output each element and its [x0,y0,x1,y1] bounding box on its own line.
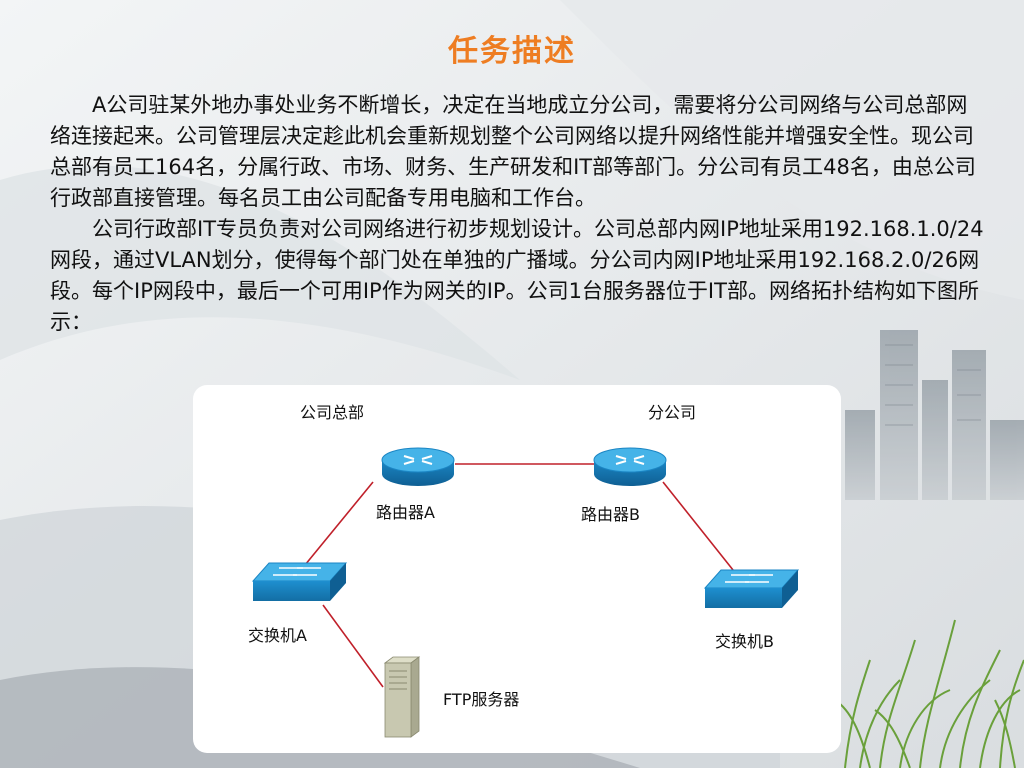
network-topology-diagram: 公司总部 分公司 路由器A 路由器B 交换机A 交换机B FTP服务器 [248,403,800,738]
paragraph-1: A公司驻某外地办事处业务不断增长，决定在当地成立分公司，需要将分公司网络与公司总… [50,93,976,210]
task-description: A公司驻某外地办事处业务不断增长，决定在当地成立分公司，需要将分公司网络与公司总… [50,90,986,338]
link-router-a-switch-a [304,481,374,566]
label-site-hq: 公司总部 [300,403,364,422]
label-site-branch: 分公司 [648,403,696,422]
skyline-decoration [845,330,1024,500]
label-router-b: 路由器B [581,505,640,524]
page-title: 任务描述 [448,34,576,69]
label-ftp-server: FTP服务器 [443,690,519,709]
switch-a-icon[interactable] [251,562,348,601]
ftp-server-icon[interactable] [383,656,421,738]
switch-b-icon[interactable] [703,569,800,608]
label-router-a: 路由器A [376,503,435,522]
paragraph-2: 公司行政部IT专员负责对公司网络进行初步规划设计。公司总部内网IP地址采用192… [50,217,984,334]
network-links [304,463,742,688]
topology-diagram-panel: 公司总部 分公司 路由器A 路由器B 交换机A 交换机B FTP服务器 [193,385,841,753]
label-switch-b: 交换机B [715,632,774,651]
label-switch-a: 交换机A [248,626,307,645]
link-switch-a-server [322,604,384,688]
link-router-b-switch-b [662,481,742,581]
router-b-icon[interactable] [593,447,667,486]
router-a-icon[interactable] [381,447,455,486]
